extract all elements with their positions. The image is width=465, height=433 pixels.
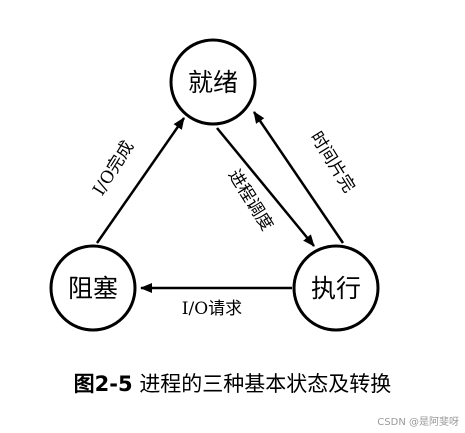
- edge-label-process-scheduling: 进程调度: [224, 166, 277, 234]
- arrow-ready-to-running: [216, 127, 315, 247]
- node-ready: 就绪: [169, 38, 257, 126]
- arrow-running-to-ready: [252, 111, 345, 244]
- figure-caption: 图2-5 进程的三种基本状态及转换: [0, 368, 465, 398]
- node-running-label: 执行: [311, 274, 361, 303]
- edge-label-io-request: I/O请求: [182, 299, 242, 319]
- figure-number: 图2-5: [73, 372, 133, 396]
- node-ready-label: 就绪: [188, 68, 238, 97]
- watermark: CSDN @是阿斐呀: [377, 417, 459, 428]
- node-blocked: 阻塞: [49, 244, 137, 332]
- arrow-blocked-to-ready: [95, 117, 186, 244]
- edge-label-io-complete: I/O完成: [89, 137, 138, 199]
- node-running: 执行: [292, 244, 380, 332]
- figure-title: 进程的三种基本状态及转换: [139, 372, 392, 396]
- edge-label-time-slice-expired: 时间片完: [306, 128, 359, 196]
- node-blocked-label: 阻塞: [68, 274, 118, 303]
